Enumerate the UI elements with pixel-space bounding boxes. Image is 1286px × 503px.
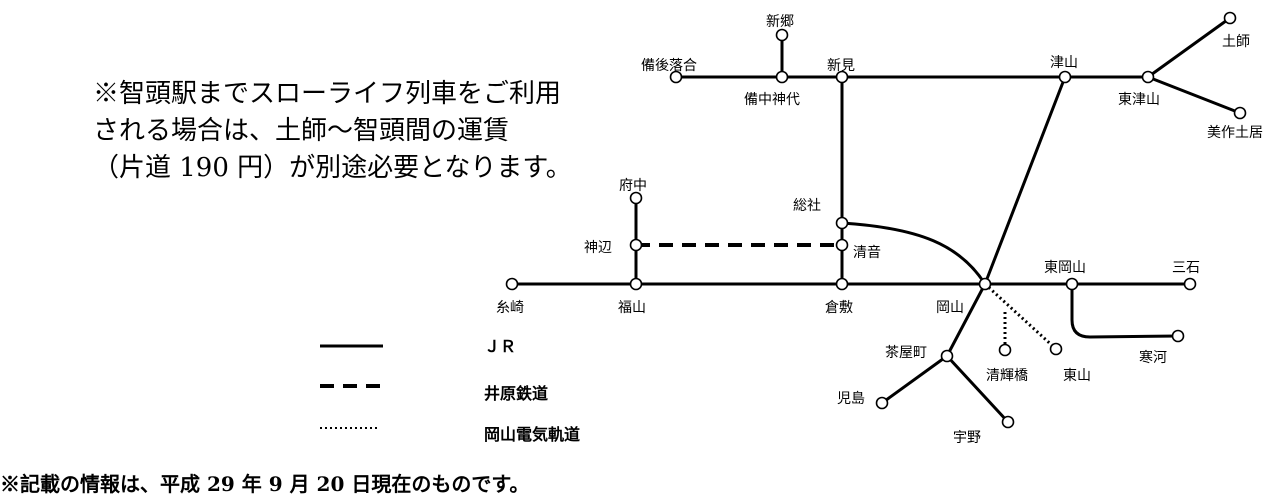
station-marker-higashi-tsuyama — [1141, 70, 1155, 84]
station-marker-kiyone — [835, 238, 849, 252]
jr-lines — [510, 16, 1242, 424]
station-label-uno: 宇野 — [953, 430, 981, 446]
station-label-tsuyama: 津山 — [1050, 55, 1078, 71]
station-marker-uno — [1001, 415, 1015, 429]
station-label-chayamachi: 茶屋町 — [885, 345, 927, 361]
station-marker-fukuyama — [629, 277, 643, 291]
fare-notice-line-3: （片道 190 円）が別途必要となります。 — [93, 153, 572, 183]
station-marker-fuchu — [629, 191, 643, 205]
station-marker-haji — [1223, 11, 1237, 25]
station-label-bitchu-kojiro: 備中神代 — [744, 92, 800, 108]
station-marker-higashi-okayama — [1065, 277, 1079, 291]
station-label-sosha: 総社 — [793, 198, 821, 214]
station-label-fuchu: 府中 — [619, 178, 647, 194]
station-marker-bingo-ochiai — [669, 70, 683, 84]
station-marker-mitsuishi — [1183, 277, 1197, 291]
station-labels: 新郷 備後落合 備中神代 新見 津山 土師 東津山 美作土居 府中 神辺 総社 … — [496, 14, 1263, 446]
station-marker-itozaki — [505, 277, 519, 291]
jr-line-ako — [1070, 282, 1180, 339]
legend-label-okaden: 岡山電気軌道 — [484, 425, 580, 444]
legend-label-ibara: 井原鉄道 — [484, 384, 548, 403]
jr-line-tsuyama — [983, 75, 1067, 286]
station-label-mimasaka-doi: 美作土居 — [1207, 125, 1263, 141]
station-marker-higashiyama — [1049, 342, 1063, 356]
station-marker-kojima — [875, 396, 889, 410]
jr-line-kishin-east — [1146, 75, 1242, 115]
station-label-kurashiki: 倉敷 — [825, 300, 853, 316]
station-marker-kanga — [1171, 329, 1185, 343]
jr-line-kibi — [840, 221, 987, 286]
station-marker-mimasaka-doi — [1233, 106, 1247, 120]
station-label-kojima: 児島 — [837, 391, 865, 407]
station-marker-kannabe — [629, 238, 643, 252]
station-label-kanga: 寒河 — [1139, 349, 1167, 366]
station-label-fukuyama: 福山 — [618, 300, 646, 316]
jr-line-seto-kojima — [880, 354, 949, 405]
station-marker-okayama — [978, 277, 992, 291]
okaden-lines — [983, 282, 1058, 351]
station-label-higashiyama: 東山 — [1063, 368, 1091, 384]
station-label-shingo: 新郷 — [766, 14, 794, 30]
fare-notice-line-1: ※智頭駅までスローライフ列車をご利用 — [93, 79, 562, 109]
station-label-mitsuishi: 三石 — [1172, 260, 1200, 276]
station-label-okayama: 岡山 — [936, 300, 964, 316]
station-marker-chayamachi — [940, 349, 954, 363]
station-marker-bitchu-kojiro — [775, 70, 789, 84]
station-label-seikibashi: 清輝橋 — [986, 368, 1028, 384]
jr-line-uno — [945, 354, 1010, 424]
station-marker-sosha — [835, 216, 849, 230]
station-marker-tsuyama — [1058, 70, 1072, 84]
station-marker-niimi — [835, 70, 849, 84]
information-date-footer: ※記載の情報は、平成 29 年 9 月 20 日現在のものです。 — [0, 472, 530, 496]
station-label-kiyone: 清音 — [853, 244, 881, 261]
legend-label-jr: ＪＲ — [484, 337, 516, 356]
station-label-bingo-ochiai: 備後落合 — [641, 58, 697, 74]
station-label-higashi-okayama: 東岡山 — [1044, 260, 1086, 276]
okaden-line-main — [983, 282, 1058, 351]
station-markers — [505, 11, 1247, 429]
station-label-kannabe: 神辺 — [584, 240, 612, 256]
station-label-itozaki: 糸崎 — [496, 300, 524, 316]
station-label-higashi-tsuyama: 東津山 — [1118, 92, 1160, 108]
jr-line-inbi — [1146, 16, 1232, 79]
station-label-niimi: 新見 — [827, 58, 855, 74]
station-label-haji: 土師 — [1222, 34, 1250, 50]
fare-notice-line-2: される場合は、土師～智頭間の運賃 — [93, 116, 510, 146]
station-marker-kurashiki — [835, 277, 849, 291]
station-marker-seikibashi — [998, 343, 1012, 357]
station-marker-shingo — [775, 28, 789, 42]
jr-line-seto-ohashi — [945, 282, 987, 358]
legend: ＪＲ 井原鉄道 岡山電気軌道 — [320, 337, 580, 444]
fare-notice: ※智頭駅までスローライフ列車をご利用 される場合は、土師～智頭間の運賃 （片道 … — [93, 76, 572, 187]
